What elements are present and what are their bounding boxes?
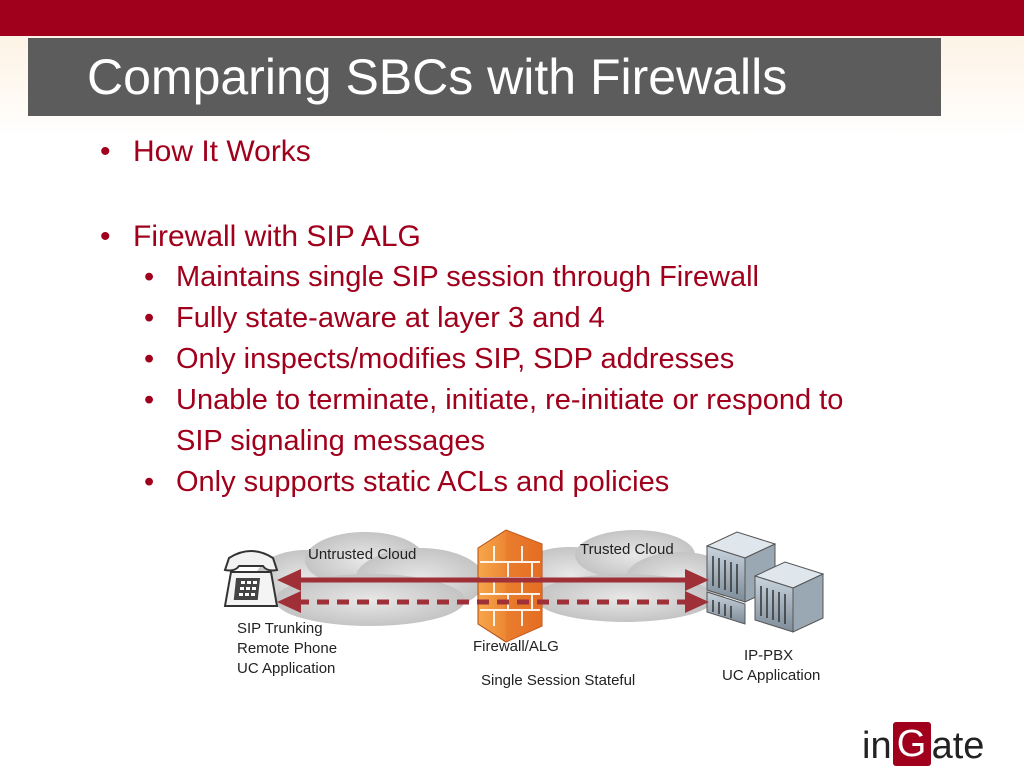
bullet-item: • Firewall with SIP ALG — [100, 217, 421, 257]
media-arrow — [277, 591, 709, 613]
right-device-label-line1: IP-PBX — [744, 647, 794, 664]
left-device-label-line2: Remote Phone — [237, 640, 338, 657]
diagram-graphics — [223, 529, 825, 643]
sub-bullet-text: Only supports static ACLs and policies — [176, 466, 670, 498]
sub-bullet-continuation: SIP signaling messages — [176, 421, 485, 461]
sub-bullet-text: Maintains single SIP session through Fir… — [176, 261, 759, 293]
server-rack-icon — [705, 531, 825, 633]
title-bar: Comparing SBCs with Firewalls — [28, 38, 941, 116]
bullet-dot-icon: • — [144, 261, 155, 293]
sub-bullet-text: Fully state-aware at layer 3 and 4 — [176, 302, 605, 334]
signaling-arrow — [277, 569, 709, 591]
bullet-dot-icon: • — [144, 384, 155, 416]
bullet-item: • How It Works — [100, 132, 311, 172]
firewall-icon — [477, 529, 543, 643]
bullet-text: How It Works — [133, 135, 311, 168]
slide-title: Comparing SBCs with Firewalls — [87, 49, 788, 105]
firewall-label: Firewall/ALG — [473, 638, 559, 655]
diagram-caption: Single Session Stateful — [481, 672, 636, 689]
top-accent-band — [0, 0, 1024, 36]
sub-bullet-item: • Fully state-aware at layer 3 and 4 — [144, 298, 605, 338]
bullet-dot-icon: • — [144, 466, 155, 498]
sub-bullet-item: • Only supports static ACLs and policies — [144, 462, 670, 502]
sub-bullet-item: • Unable to terminate, initiate, re-init… — [144, 380, 844, 420]
sub-bullet-text: Unable to terminate, initiate, re-initia… — [176, 384, 844, 416]
bullet-text: Firewall with SIP ALG — [133, 220, 421, 253]
bullet-dot-icon: • — [100, 135, 111, 168]
network-diagram: Untrusted Cloud Trusted Cloud SIP Trunki… — [205, 520, 845, 700]
bullet-dot-icon: • — [144, 302, 155, 334]
sub-bullet-item: • Only inspects/modifies SIP, SDP addres… — [144, 339, 735, 379]
left-device-label-line3: UC Application — [237, 660, 336, 677]
sub-bullet-text: Only inspects/modifies SIP, SDP addresse… — [176, 343, 735, 375]
bullet-dot-icon: • — [100, 220, 111, 253]
trusted-cloud-label: Trusted Cloud — [580, 541, 674, 558]
bullet-dot-icon: • — [144, 343, 155, 375]
phone-icon — [223, 550, 279, 607]
right-device-label-line2: UC Application — [722, 667, 821, 684]
sub-bullet-item: • Maintains single SIP session through F… — [144, 257, 759, 297]
sub-bullet-text: SIP signaling messages — [176, 425, 485, 457]
untrusted-cloud-label: Untrusted Cloud — [308, 546, 417, 563]
left-device-label-line1: SIP Trunking — [237, 620, 323, 637]
